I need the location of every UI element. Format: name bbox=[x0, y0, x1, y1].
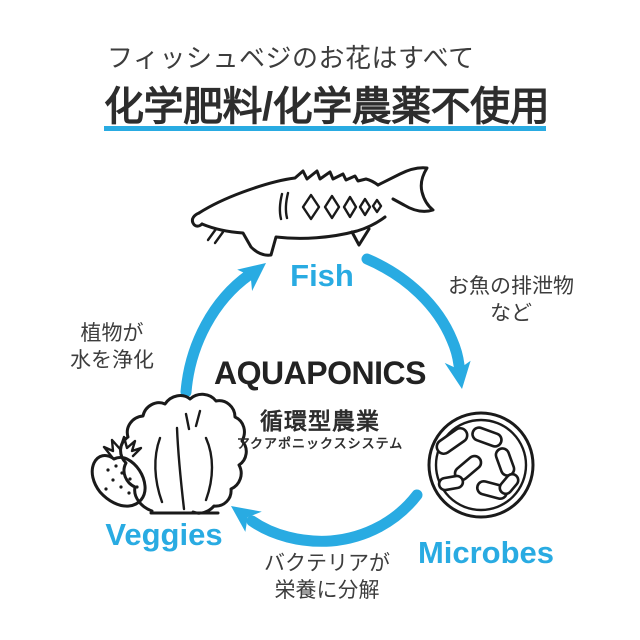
header-subtitle: フィッシュベジのお花はすべて bbox=[107, 43, 475, 73]
sturgeon-fish-icon bbox=[190, 166, 435, 257]
cycle-caption: アクアポニックスシステム bbox=[236, 436, 404, 451]
annotation-line: など bbox=[490, 301, 532, 325]
annotation-line: 植物が bbox=[80, 322, 144, 345]
node-label-veggies: Veggies bbox=[105, 517, 223, 552]
cycle-arrow-veggies-to-fish bbox=[180, 263, 266, 398]
page-title: 化学肥料/化学農薬不使用 bbox=[104, 85, 550, 129]
microbes-petri-dish-icon bbox=[427, 411, 535, 519]
cycle-subtitle: 循環型農業 bbox=[260, 408, 380, 434]
cycle-arrow-microbes-to-veggies bbox=[231, 489, 423, 547]
annotation-line: バクテリアが bbox=[264, 552, 390, 575]
annotation-veggies-to-fish: 植物が 水を浄化 bbox=[70, 321, 154, 375]
node-label-microbes: Microbes bbox=[417, 535, 555, 570]
annotation-line: 水を浄化 bbox=[70, 348, 154, 372]
cycle-arrow-fish-to-microbes bbox=[361, 253, 471, 389]
cycle-title: AQUAPONICS bbox=[214, 355, 426, 391]
title-underline bbox=[104, 126, 546, 131]
annotation-line: お魚の排泄物 bbox=[448, 275, 574, 298]
lettuce-and-strawberry-icon bbox=[90, 392, 248, 515]
annotation-microbes-to-veggies: バクテリアが 栄養に分解 bbox=[264, 551, 390, 605]
node-label-fish: Fish bbox=[290, 258, 354, 293]
annotation-line: 栄養に分解 bbox=[274, 578, 380, 602]
annotation-fish-to-microbes: お魚の排泄物 など bbox=[448, 274, 574, 328]
